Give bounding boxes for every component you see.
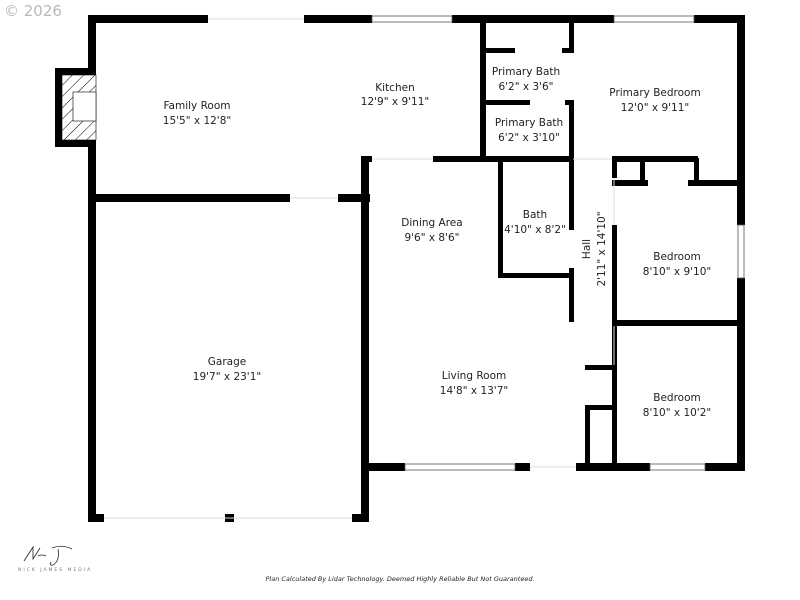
room-size: 14'8" x 13'7" xyxy=(440,385,508,397)
doorways xyxy=(104,18,615,519)
room-labels: Family Room 15'5" x 12'8" Kitchen 12'9" … xyxy=(163,66,711,419)
room-size: 6'2" x 3'6" xyxy=(498,81,553,93)
room-name: Bedroom xyxy=(653,251,701,263)
room-size: 4'10" x 8'2" xyxy=(504,224,566,236)
signature-logo xyxy=(23,545,73,566)
room-size: 8'10" x 10'2" xyxy=(643,407,711,419)
room-name: Garage xyxy=(208,356,246,368)
room-size: 2'11" x 14'10" xyxy=(596,211,608,286)
room-size: 8'10" x 9'10" xyxy=(643,266,711,278)
room-size: 12'0" x 9'11" xyxy=(621,102,689,114)
room-size: 12'9" x 9'11" xyxy=(361,96,429,108)
room-name: Living Room xyxy=(442,370,506,382)
room-name: Family Room xyxy=(163,100,230,112)
room-name: Bath xyxy=(523,209,547,221)
room-name: Bedroom xyxy=(653,392,701,404)
room-size: 15'5" x 12'8" xyxy=(163,115,231,127)
room-size: 6'2" x 3'10" xyxy=(498,132,560,144)
room-size: 9'6" x 8'6" xyxy=(404,232,459,244)
room-size: 19'7" x 23'1" xyxy=(193,371,261,383)
windows xyxy=(371,15,745,471)
room-name: Primary Bedroom xyxy=(609,87,700,99)
brand-logo-text: NICK JAMES MEDIA xyxy=(18,568,93,573)
room-name: Hall xyxy=(581,239,593,259)
copyright-watermark: © 2026 xyxy=(4,2,62,20)
room-name: Primary Bath xyxy=(495,117,563,129)
room-name: Dining Area xyxy=(401,217,462,229)
disclaimer-footer: Plan Calculated By Lidar Technology. Dee… xyxy=(265,575,535,583)
room-name: Primary Bath xyxy=(492,66,560,78)
room-name: Kitchen xyxy=(375,82,414,94)
